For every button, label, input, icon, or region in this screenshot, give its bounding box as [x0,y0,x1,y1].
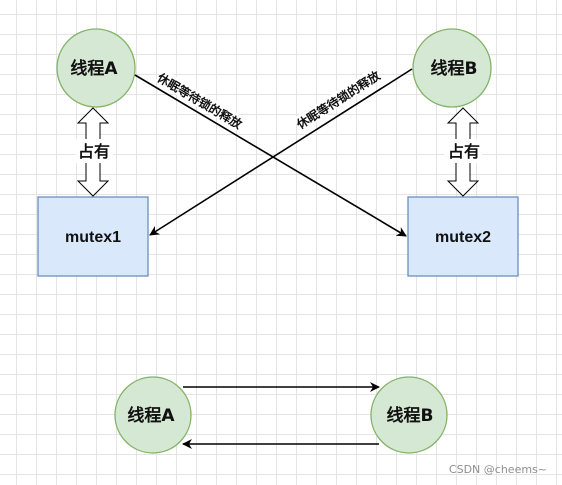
mutex2-box[interactable]: mutex2 [407,196,519,277]
thread-b-node[interactable]: 线程B [412,28,492,108]
thread-a-label: 线程A [70,58,118,79]
edge-label-a-group: 休眠等待锁的释放 [154,68,246,132]
edge-thread-b-to-mutex1 [149,68,413,236]
watermark: CSDN @cheems~ [448,463,547,476]
thread-b-label: 线程B [431,58,478,79]
hold-arrow-left: 占有 [75,107,113,197]
thread-a-bottom-node[interactable]: 线程A [114,376,192,454]
hold-arrow-right: 占有 [444,107,482,197]
thread-a-bottom-label: 线程A [127,405,175,426]
mutex1-label: mutex1 [65,229,121,246]
hold-label-left: 占有 [78,142,110,161]
edge-label-a: 休眠等待锁的释放 [154,69,246,132]
edge-label-b-group: 休眠等待锁的释放 [293,66,384,132]
thread-b-bottom-node[interactable]: 线程B [370,376,448,454]
thread-b-bottom-label: 线程B [387,405,434,426]
thread-a-node[interactable]: 线程A [56,28,136,108]
edge-label-b: 休眠等待锁的释放 [293,67,384,132]
hold-label-right: 占有 [448,142,480,161]
edge-thread-a-to-mutex2 [134,74,407,237]
mutex2-label: mutex2 [435,229,491,246]
mutex1-box[interactable]: mutex1 [37,196,149,277]
